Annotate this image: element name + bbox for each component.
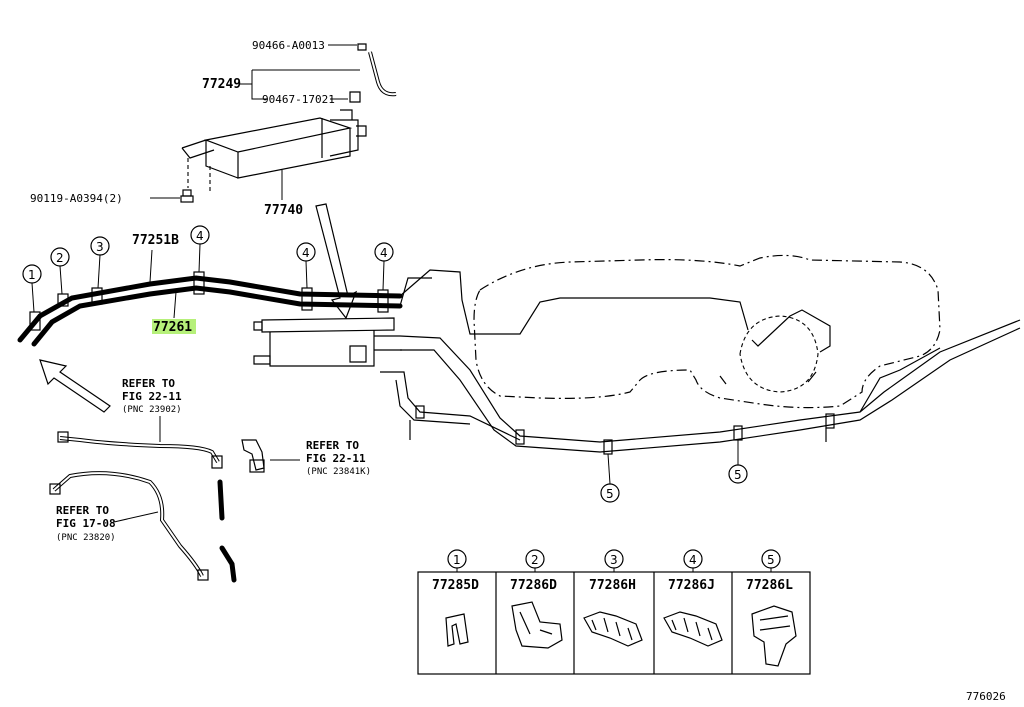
- tube-lines-right: [380, 319, 1021, 455]
- svg-text:2: 2: [56, 251, 64, 265]
- part-label-90467[interactable]: 90467-17021: [262, 93, 335, 106]
- callout-5-b[interactable]: 5: [728, 440, 748, 484]
- canister-upper: [181, 109, 367, 192]
- fuel-tank-outline: [473, 254, 941, 409]
- svg-text:4: 4: [302, 246, 310, 260]
- diagram-id: 776026: [966, 690, 1006, 703]
- part-label-90466[interactable]: 90466-A0013: [252, 39, 325, 52]
- svg-text:5: 5: [767, 553, 775, 567]
- ref1-line2: FIG 22-11: [122, 390, 182, 403]
- legend-item-1[interactable]: 1 77285D: [432, 549, 479, 647]
- legend-item-4[interactable]: 4 77286J: [663, 549, 723, 647]
- legend-item-5[interactable]: 5 77286L: [746, 549, 797, 667]
- ref2-line2: FIG 22-11: [306, 452, 366, 465]
- bolt-icon: [180, 189, 194, 203]
- tube-bundle: [17, 269, 749, 347]
- hose-assembly-77249: [349, 43, 397, 103]
- part-label-77251b[interactable]: 77251B: [132, 233, 179, 248]
- part-label-90119[interactable]: 90119-A0394(2): [30, 192, 123, 205]
- legend-item-3[interactable]: 3 77286H: [583, 549, 643, 647]
- svg-text:4: 4: [380, 246, 388, 260]
- canister-lower: [253, 317, 402, 367]
- part-label-77261[interactable]: 77261: [153, 320, 192, 335]
- svg-text:3: 3: [96, 240, 104, 254]
- ref3-line1: REFER TO: [56, 504, 109, 517]
- highlight-77261: [152, 319, 196, 334]
- callout-4-a[interactable]: 4: [190, 225, 210, 273]
- svg-text:5: 5: [734, 468, 742, 482]
- part-label-77249[interactable]: 77249: [202, 77, 241, 92]
- hose-group-left: [49, 431, 237, 583]
- svg-text:5: 5: [606, 487, 614, 501]
- connector-right: [241, 439, 265, 473]
- ref2-line1: REFER TO: [306, 439, 359, 452]
- part-label-77740[interactable]: 77740: [264, 203, 303, 218]
- arrow-down-icon: [315, 203, 358, 320]
- svg-text:77286D: 77286D: [510, 578, 557, 593]
- ref1-line1: REFER TO: [122, 377, 175, 390]
- legend-item-2[interactable]: 2 77286D: [510, 549, 563, 649]
- ref3-line2: FIG 17-08: [56, 517, 116, 530]
- callout-1-top[interactable]: 1: [22, 264, 42, 313]
- svg-text:77285D: 77285D: [432, 578, 479, 593]
- svg-text:4: 4: [689, 553, 697, 567]
- svg-text:3: 3: [610, 553, 618, 567]
- callout-5-a[interactable]: 5: [600, 453, 620, 503]
- ref1-line3: (PNC 23902): [122, 405, 182, 415]
- ref2-line3: (PNC 23841K): [306, 467, 371, 477]
- arrow-up-left-icon: [39, 359, 111, 413]
- callout-2-top[interactable]: 2: [50, 247, 70, 295]
- svg-text:77286H: 77286H: [589, 578, 636, 593]
- svg-text:1: 1: [28, 268, 36, 282]
- svg-text:1: 1: [453, 553, 461, 567]
- callout-3-top[interactable]: 3: [90, 236, 110, 289]
- ref3-line3: (PNC 23820): [56, 533, 116, 543]
- svg-text:2: 2: [531, 553, 539, 567]
- legend-table: [417, 568, 811, 675]
- svg-text:4: 4: [196, 229, 204, 243]
- svg-text:77286L: 77286L: [746, 578, 793, 593]
- callout-4-b[interactable]: 4: [296, 242, 316, 289]
- callout-4-c[interactable]: 4: [374, 242, 394, 291]
- svg-text:77286J: 77286J: [668, 578, 715, 593]
